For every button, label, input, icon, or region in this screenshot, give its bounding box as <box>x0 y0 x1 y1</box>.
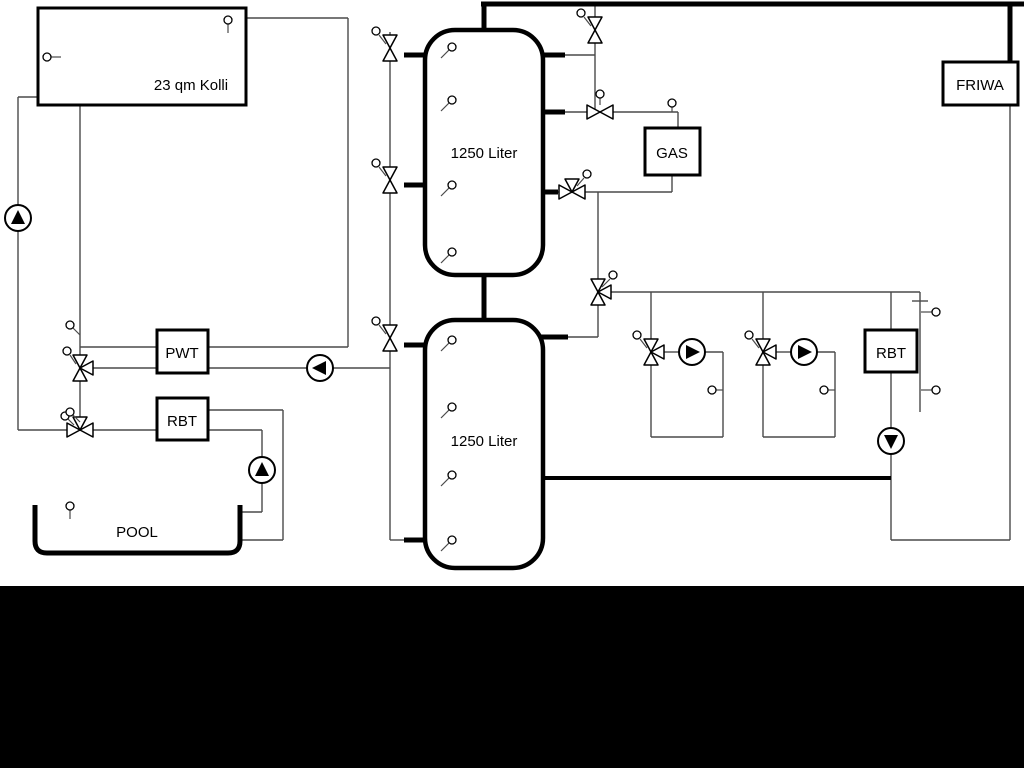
sensor-icon <box>447 180 457 190</box>
pool-label: POOL <box>116 524 158 541</box>
buffer-tank-top <box>422 27 546 278</box>
three-way-valve-heating-manifold-icon <box>590 270 618 306</box>
sensor-icon <box>707 385 717 395</box>
sensor-icon <box>667 98 677 108</box>
sensor-icon <box>447 402 457 412</box>
rbt-left-label: RBT <box>167 413 197 430</box>
sensor-icon <box>223 15 233 25</box>
three-way-valve-gas-return-icon <box>558 169 592 200</box>
friwa-box <box>941 60 1020 107</box>
sensor-pool-icon <box>65 501 75 511</box>
sensor-icon <box>447 470 457 480</box>
pump-circuit-a-icon <box>678 338 706 366</box>
pwt-label: PWT <box>165 345 198 362</box>
solar-collector-box <box>36 6 248 107</box>
sensor-icon <box>447 247 457 257</box>
pool-basin <box>32 505 243 556</box>
rbt-right-label: RBT <box>876 345 906 362</box>
bottom-black-band <box>0 586 1024 768</box>
valve-gas-supply-icon <box>586 89 614 120</box>
sensor-icon <box>447 42 457 52</box>
three-way-valve-circuit-b-icon <box>744 330 777 366</box>
gas-label: GAS <box>656 145 688 162</box>
sensor-icon <box>447 95 457 105</box>
pump-friwa-return-icon <box>877 427 905 455</box>
tank-top-label: 1250 Liter <box>451 145 518 162</box>
pwt-heat-exchanger-box <box>155 328 210 375</box>
friwa-label: FRIWA <box>956 77 1004 94</box>
tank-bottom-label: 1250 Liter <box>451 433 518 450</box>
sensor-icon <box>447 535 457 545</box>
pipes-thin <box>17 4 1011 541</box>
valve-tank1-lower-left-icon <box>371 158 398 194</box>
sensor-icon <box>447 335 457 345</box>
valve-tank1-upper-left-icon <box>371 26 398 62</box>
pump-pwt-icon <box>306 354 334 382</box>
gas-boiler-box <box>643 126 702 177</box>
three-way-valve-pwt-icon <box>62 346 94 382</box>
pump-circuit-b-icon <box>790 338 818 366</box>
collector-label: 23 qm Kolli <box>154 77 228 94</box>
sensor-icon <box>65 407 75 417</box>
rbt-left-box <box>155 396 210 442</box>
rbt-right-box <box>863 328 919 374</box>
sensors <box>42 15 941 552</box>
sensor-icon <box>819 385 829 395</box>
sensor-icon <box>931 307 941 317</box>
sensor-icon <box>65 320 75 330</box>
valve-tank2-left-icon <box>371 316 398 352</box>
pump-pool-icon <box>248 456 276 484</box>
sensor-icon <box>931 385 941 395</box>
sensor-icon <box>42 52 52 62</box>
pump-solar-return-icon <box>4 204 32 232</box>
three-way-valve-circuit-a-icon <box>632 330 665 366</box>
valve-dhw-top-icon <box>576 8 603 44</box>
buffer-tank-bottom <box>422 317 546 571</box>
